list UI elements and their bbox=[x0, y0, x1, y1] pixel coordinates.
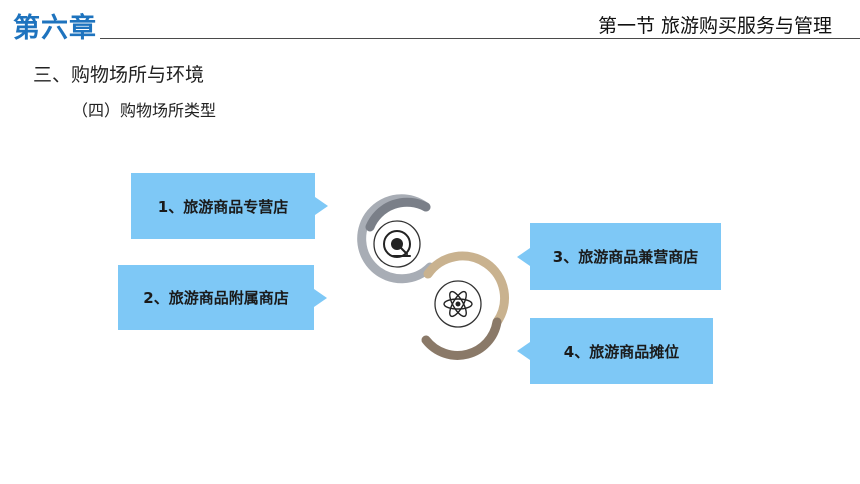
store-type-box-2: 2、旅游商品附属商店 bbox=[118, 265, 327, 330]
sub-heading: （四）购物场所类型 bbox=[72, 101, 217, 120]
store-type-label-4: 4、旅游商品摊位 bbox=[563, 342, 680, 361]
store-type-box-3: 3、旅游商品兼营商店 bbox=[517, 223, 721, 290]
chapter-title: 第六章 bbox=[13, 13, 97, 44]
store-type-label-3: 3、旅游商品兼营商店 bbox=[552, 248, 699, 266]
vinyl-record-icon bbox=[383, 230, 411, 258]
store-type-label-1: 1、旅游商品专营店 bbox=[157, 197, 289, 216]
store-type-box-4: 4、旅游商品摊位 bbox=[517, 318, 713, 384]
section-title: 第一节 旅游购买服务与管理 bbox=[597, 15, 832, 37]
atom-icon bbox=[443, 290, 473, 318]
bottom-ring bbox=[421, 251, 510, 360]
store-type-box-1: 1、旅游商品专营店 bbox=[131, 173, 328, 239]
linked-rings-graphic bbox=[357, 194, 510, 360]
main-heading: 三、购物场所与环境 bbox=[33, 64, 205, 86]
store-type-label-2: 2、旅游商品附属商店 bbox=[143, 289, 289, 307]
header-divider bbox=[100, 38, 860, 39]
